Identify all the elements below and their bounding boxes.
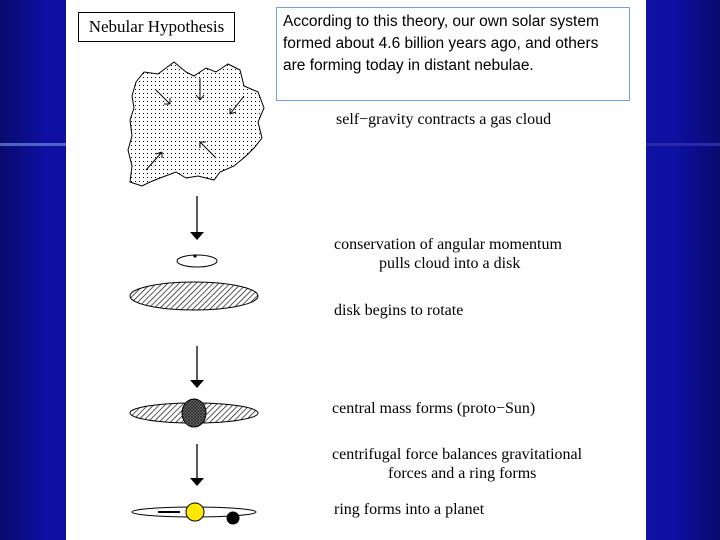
- nebular-diagram: [127, 61, 265, 525]
- small-disk: [176, 254, 218, 268]
- gas-cloud: [127, 61, 265, 187]
- step-caption-5-line2: forces and a ring forms: [388, 465, 537, 482]
- arrow-down-icon: [190, 196, 204, 240]
- arrow-down-icon: [190, 346, 204, 388]
- background-accent-right: [645, 143, 720, 146]
- planet-system: [131, 502, 257, 525]
- arrow-down-icon: [190, 444, 204, 486]
- disk-with-protosun: [129, 398, 259, 428]
- step-caption-2-line2: pulls cloud into a disk: [379, 255, 521, 272]
- step-caption-3: disk begins to rotate: [334, 302, 464, 319]
- flattened-disk: [129, 281, 259, 311]
- planet-icon: [226, 511, 240, 525]
- sun-icon: [185, 502, 205, 522]
- diagram-panel: Nebular Hypothesis According to this the…: [66, 0, 646, 540]
- callout-box: According to this theory, our own solar …: [276, 7, 630, 101]
- step-caption-2-line1: conservation of angular momentum: [334, 236, 562, 253]
- background-accent-left: [0, 143, 70, 146]
- step-caption-1: self−gravity contracts a gas cloud: [336, 111, 552, 128]
- step-caption-5-line1: centrifugal force balances gravitational: [332, 446, 583, 463]
- step-caption-4: central mass forms (proto−Sun): [332, 400, 536, 417]
- step-caption-6: ring forms into a planet: [334, 501, 485, 518]
- diagram-title: Nebular Hypothesis: [78, 12, 235, 42]
